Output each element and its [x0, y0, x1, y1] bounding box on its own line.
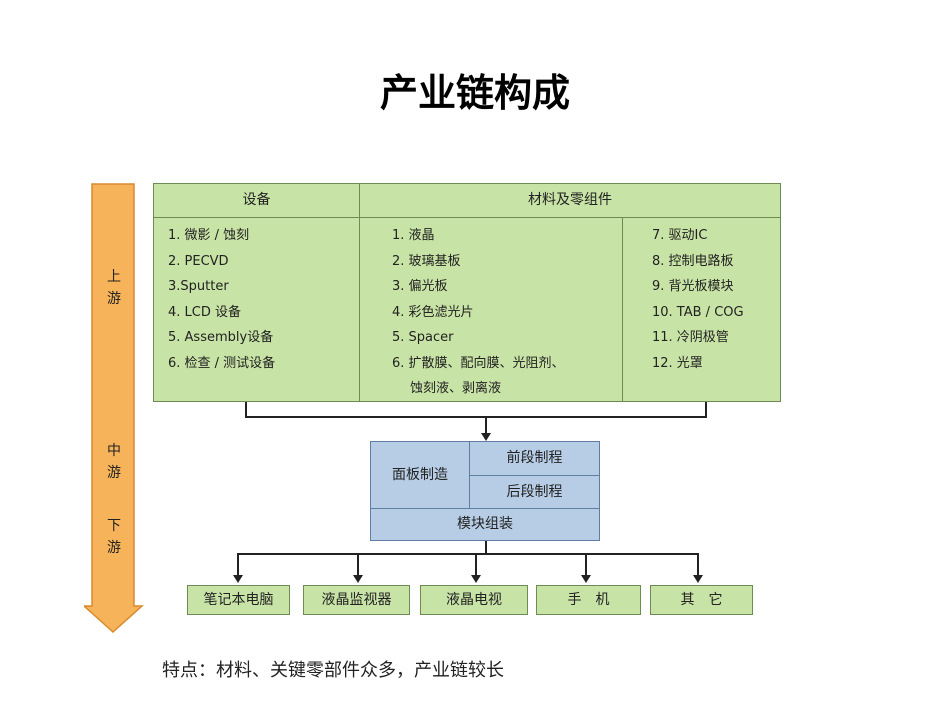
- product-mobile-phone: 手 机: [536, 585, 641, 615]
- panel-manufacturing-box: 面板制造: [370, 441, 470, 509]
- connector-line: [237, 553, 239, 575]
- connector-line: [245, 416, 707, 418]
- list-item: 12. 光罩: [652, 355, 703, 371]
- list-item: 6. 检查 / 测试设备: [168, 355, 276, 371]
- materials-right-list: 7. 驱动IC 8. 控制电路板 9. 背光板模块 10. TAB / COG …: [652, 223, 744, 376]
- materials-left-cell: 1. 液晶 2. 玻璃基板 3. 偏光板 4. 彩色滤光片 5. Spacer …: [359, 217, 623, 402]
- front-process-box: 前段制程: [469, 441, 600, 476]
- connector-line: [475, 553, 477, 575]
- list-item: 9. 背光板模块: [652, 279, 734, 294]
- stage-downstream: 下游: [107, 518, 121, 556]
- list-item: 8. 控制电路板: [652, 253, 734, 269]
- list-item: 5. Spacer: [392, 330, 454, 345]
- list-item: 2. PECVD: [168, 253, 229, 269]
- equipment-header-cell: 设备: [153, 183, 360, 218]
- front-process-label: 前段制程: [506, 450, 563, 466]
- stage-arrow: [84, 183, 144, 634]
- list-item: 11. 冷阴极管: [652, 330, 729, 345]
- panel-manufacturing-label: 面板制造: [392, 467, 448, 483]
- equipment-header: 设备: [242, 192, 271, 208]
- connector-line: [237, 553, 699, 555]
- product-others: 其 它: [650, 585, 753, 615]
- equipment-list-cell: 1. 微影 / 蚀刻 2. PECVD 3.Sputter 4. LCD 设备 …: [153, 217, 360, 402]
- connector-line: [245, 402, 247, 418]
- list-item: 3.Sputter: [168, 279, 229, 294]
- list-item: 5. Assembly设备: [168, 330, 274, 345]
- arrow-head: [581, 575, 591, 583]
- arrow-head: [471, 575, 481, 583]
- materials-left-list: 1. 液晶 2. 玻璃基板 3. 偏光板 4. 彩色滤光片 5. Spacer …: [392, 223, 565, 402]
- connector-line: [357, 553, 359, 575]
- list-item: 4. 彩色滤光片: [392, 304, 474, 320]
- connector-line: [705, 402, 707, 418]
- arrow-head: [353, 575, 363, 583]
- stage-upstream: 上游: [107, 269, 121, 307]
- materials-header: 材料及零组件: [528, 192, 612, 208]
- list-item: 1. 微影 / 蚀刻: [168, 228, 250, 243]
- module-assembly-box: 模块组装: [370, 508, 600, 541]
- equipment-list: 1. 微影 / 蚀刻 2. PECVD 3.Sputter 4. LCD 设备 …: [168, 223, 275, 376]
- arrow-head: [693, 575, 703, 583]
- list-item: 3. 偏光板: [392, 279, 448, 294]
- connector-line: [697, 553, 699, 575]
- list-item: 蚀刻液、剥离液: [410, 381, 502, 396]
- list-item: 10. TAB / COG: [652, 304, 744, 320]
- list-item: 7. 驱动IC: [652, 228, 708, 243]
- list-item: 1. 液晶: [392, 228, 435, 243]
- product-laptop: 笔记本电脑: [187, 585, 290, 615]
- materials-header-cell: 材料及零组件: [359, 183, 781, 218]
- connector-line: [585, 553, 587, 575]
- arrow-head: [481, 433, 491, 441]
- connector-line: [485, 541, 487, 554]
- stage-midstream: 中游: [107, 443, 121, 481]
- arrow-head: [233, 575, 243, 583]
- page-title: 产业链构成: [379, 70, 570, 115]
- list-item: 6. 扩散膜、配向膜、光阻剂、: [392, 355, 565, 371]
- back-process-label: 后段制程: [506, 484, 563, 500]
- list-item: 4. LCD 设备: [168, 304, 241, 320]
- product-lcd-tv: 液晶电视: [420, 585, 528, 615]
- module-assembly-label: 模块组装: [457, 516, 513, 532]
- materials-right-cell: 7. 驱动IC 8. 控制电路板 9. 背光板模块 10. TAB / COG …: [622, 217, 781, 402]
- back-process-box: 后段制程: [469, 475, 600, 509]
- caption: 特点：材料、关键零部件众多，产业链较长: [162, 660, 504, 681]
- list-item: 2. 玻璃基板: [392, 253, 461, 269]
- product-lcd-monitor: 液晶监视器: [303, 585, 410, 615]
- connector-line: [485, 416, 487, 433]
